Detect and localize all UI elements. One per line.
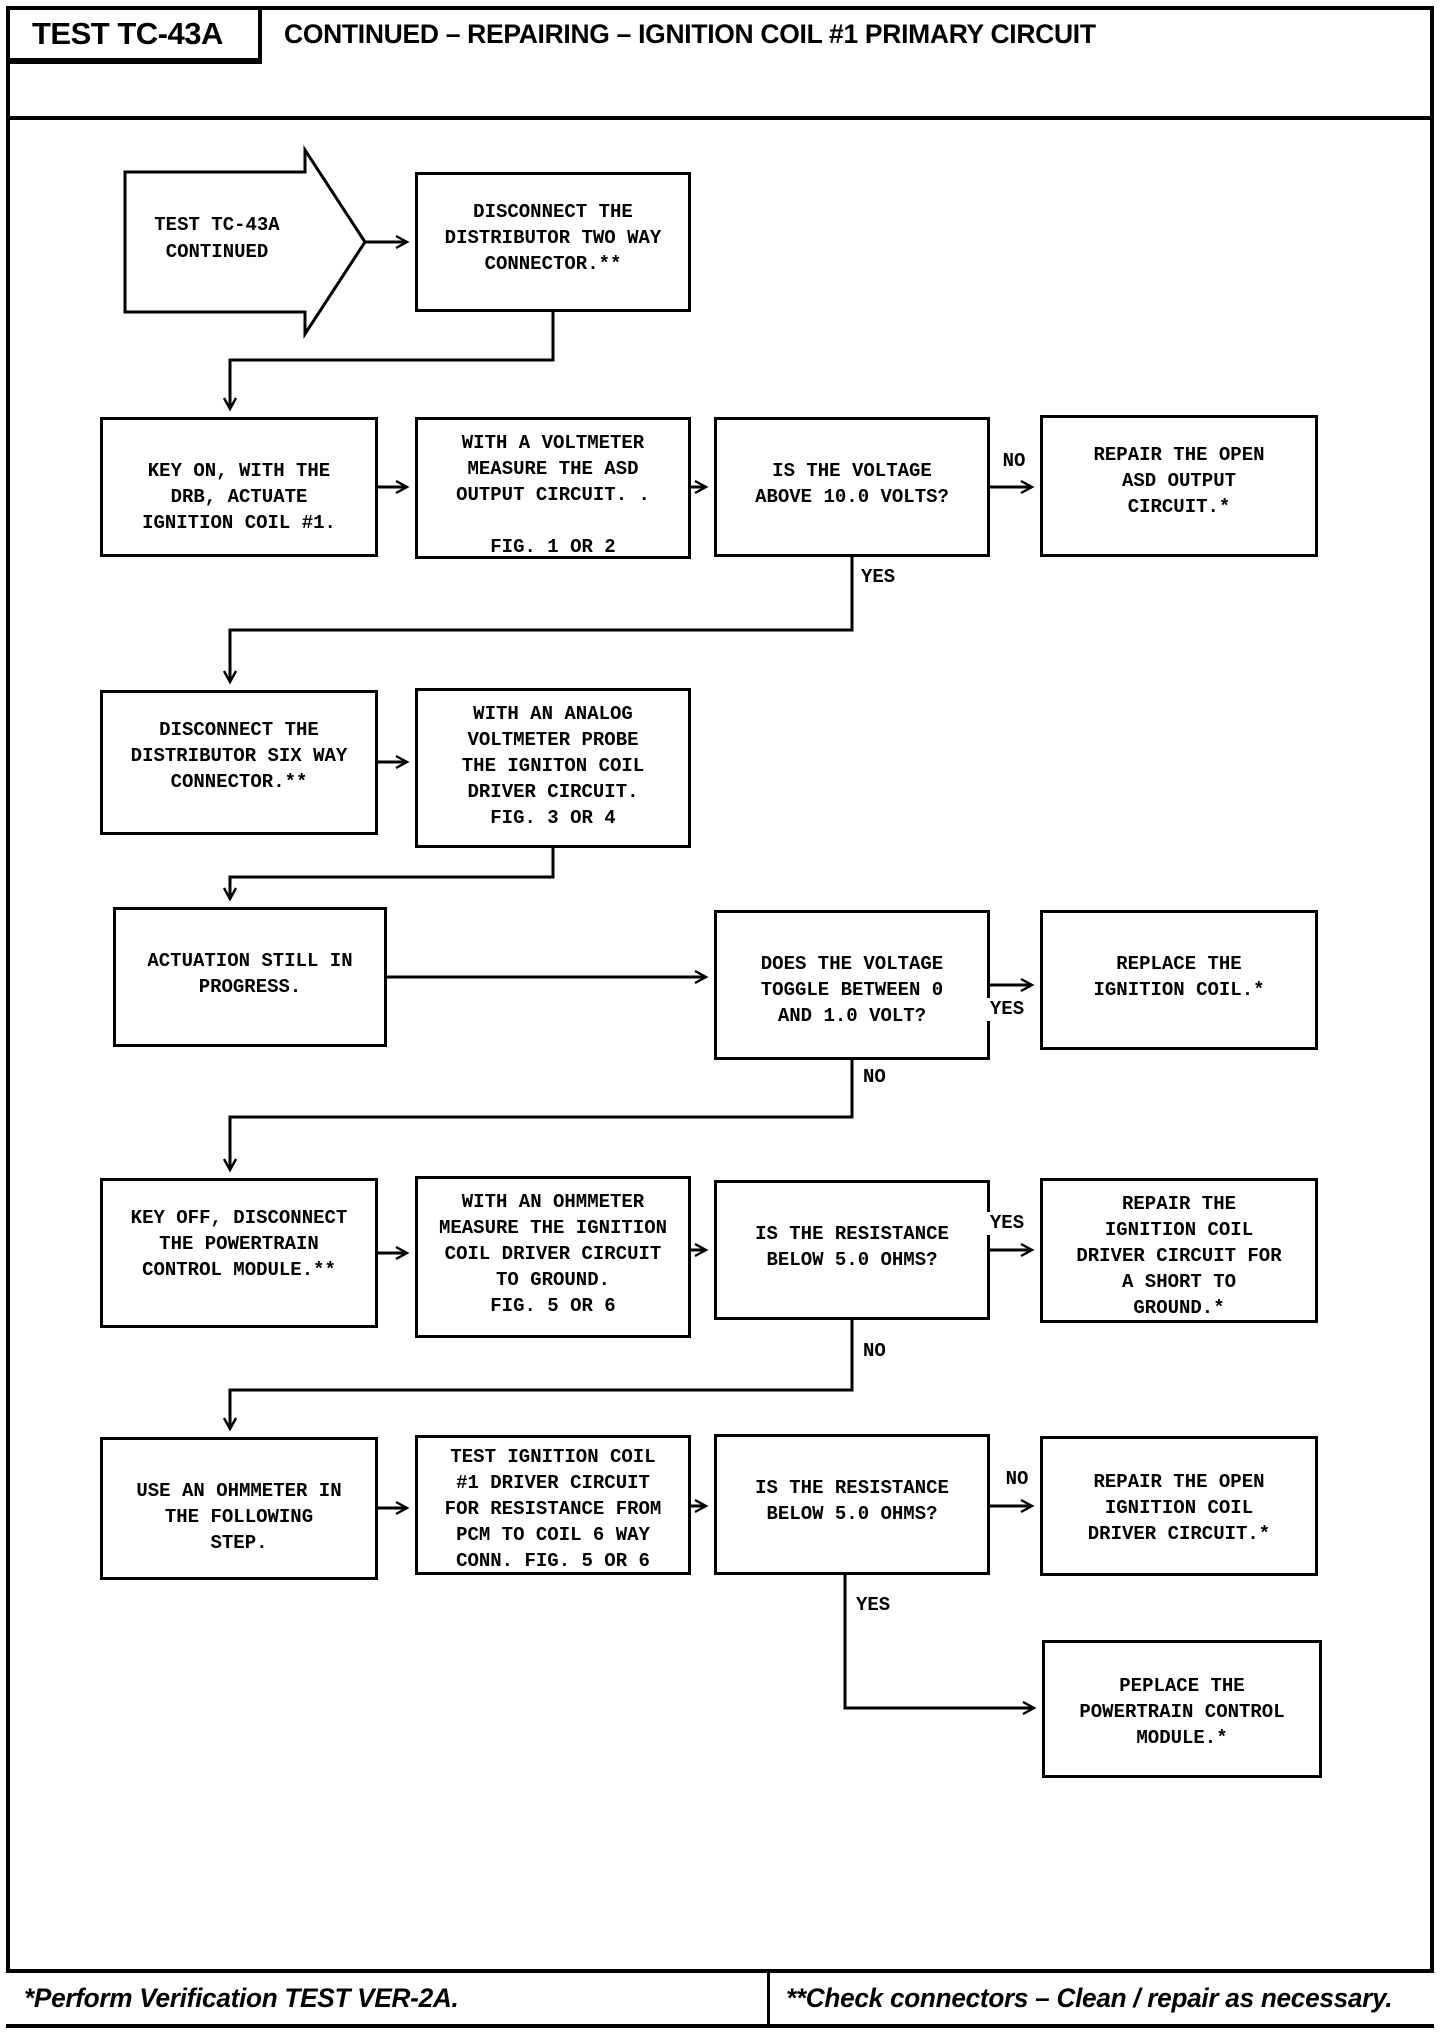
edge-label-yes-resistance1: YES xyxy=(985,1212,1029,1235)
flow-node-repair-open-driver: REPAIR THE OPEN IGNITION COIL DRIVER CIR… xyxy=(1040,1436,1318,1576)
header-divider xyxy=(6,116,1434,120)
edge-voltage10-yes xyxy=(222,557,854,685)
flow-node-voltage-toggle: DOES THE VOLTAGE TOGGLE BETWEEN 0 AND 1.… xyxy=(714,910,990,1060)
flow-node-ohmmeter-driver-ground: WITH AN OHMMETER MEASURE THE IGNITION CO… xyxy=(415,1176,691,1338)
flow-node-voltmeter-asd: WITH A VOLTMETER MEASURE THE ASD OUTPUT … xyxy=(415,417,691,559)
edge-label-no-toggle: NO xyxy=(863,1066,886,1089)
flow-node-test-driver-resistance: TEST IGNITION COIL #1 DRIVER CIRCUIT FOR… xyxy=(415,1435,691,1575)
footer-note-connectors-text: **Check connectors – Clean / repair as n… xyxy=(786,1983,1393,2013)
edge-label-yes-voltage10: YES xyxy=(861,566,896,589)
flow-node-replace-pcm: PEPLACE THE POWERTRAIN CONTROL MODULE.* xyxy=(1042,1640,1322,1778)
footer-note-verification-text: *Perform Verification TEST VER-2A. xyxy=(24,1983,459,2013)
footer: *Perform Verification TEST VER-2A. **Che… xyxy=(6,1969,1434,2024)
flow-node-resistance-below-5-second: IS THE RESISTANCE BELOW 5.0 OHMS? xyxy=(714,1434,990,1575)
start-pentagon-shape xyxy=(123,144,367,340)
flow-node-key-off-disconnect-pcm: KEY OFF, DISCONNECT THE POWERTRAIN CONTR… xyxy=(100,1178,378,1328)
edge-disconnect2way-to-keyon xyxy=(222,312,555,412)
flow-node-disconnect-six-way: DISCONNECT THE DISTRIBUTOR SIX WAY CONNE… xyxy=(100,690,378,835)
flow-node-replace-ignition-coil: REPLACE THE IGNITION COIL.* xyxy=(1040,910,1318,1050)
edge-label-no-resistance2: NO xyxy=(996,1468,1038,1491)
edge-resistance2-yes xyxy=(843,1575,1037,1716)
footer-note-verification: *Perform Verification TEST VER-2A. xyxy=(6,1973,770,2024)
edge-label-no-voltage10: NO xyxy=(993,450,1035,473)
edge-analog-to-actuation xyxy=(222,848,555,902)
test-id-box: TEST TC-43A xyxy=(6,6,262,64)
flow-node-repair-short-to-ground: REPAIR THE IGNITION COIL DRIVER CIRCUIT … xyxy=(1040,1178,1318,1323)
flow-node-analog-probe-driver: WITH AN ANALOG VOLTMETER PROBE THE IGNIT… xyxy=(415,688,691,848)
flow-node-resistance-below-5-first: IS THE RESISTANCE BELOW 5.0 OHMS? xyxy=(714,1180,990,1320)
flow-node-actuation-progress: ACTUATION STILL IN PROGRESS. xyxy=(113,907,387,1047)
page-title: CONTINUED – REPAIRING – IGNITION COIL #1… xyxy=(284,19,1096,49)
flow-node-disconnect-two-way: DISCONNECT THE DISTRIBUTOR TWO WAY CONNE… xyxy=(415,172,691,312)
footer-note-connectors: **Check connectors – Clean / repair as n… xyxy=(770,1973,1434,2024)
edge-label-yes-toggle: YES xyxy=(983,998,1031,1021)
flow-node-repair-open-asd: REPAIR THE OPEN ASD OUTPUT CIRCUIT.* xyxy=(1040,415,1318,557)
flow-node-start: TEST TC-43A CONTINUED xyxy=(154,214,280,263)
edge-label-yes-resistance2: YES xyxy=(856,1594,891,1617)
flow-node-use-ohmmeter-next: USE AN OHMMETER IN THE FOLLOWING STEP. xyxy=(100,1437,378,1580)
edge-resistance1-no xyxy=(222,1320,854,1432)
flow-node-voltage-above-10: IS THE VOLTAGE ABOVE 10.0 VOLTS? xyxy=(714,417,990,557)
edge-toggle-no xyxy=(222,1060,854,1173)
flow-node-key-on-actuate: KEY ON, WITH THE DRB, ACTUATE IGNITION C… xyxy=(100,417,378,557)
test-id: TEST TC-43A xyxy=(32,16,223,51)
edge-label-no-resistance1: NO xyxy=(863,1340,886,1363)
